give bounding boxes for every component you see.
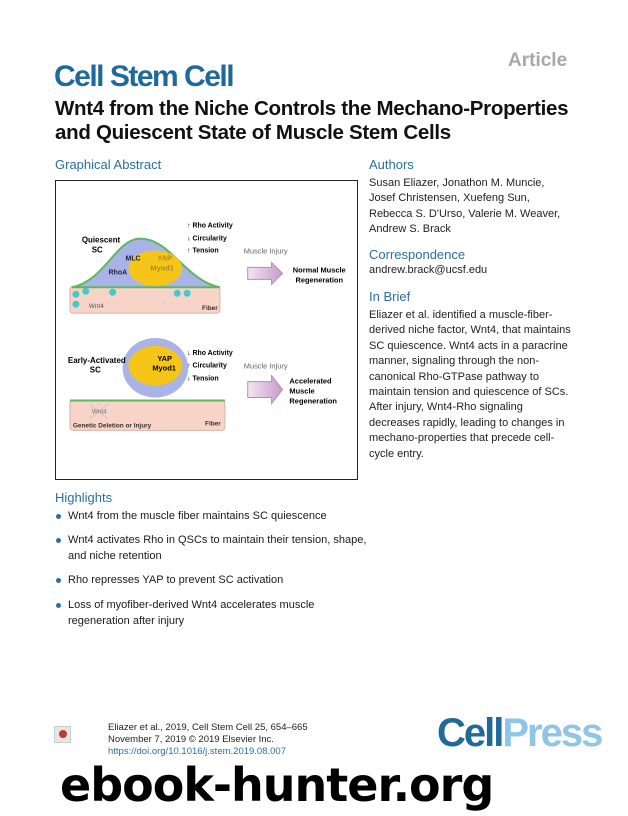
- arrow-icon: [247, 374, 284, 405]
- bullet-icon: [56, 538, 61, 543]
- svg-text:Fiber: Fiber: [205, 420, 221, 427]
- in-brief-heading: In Brief: [369, 289, 411, 304]
- highlight-item: Rho represses YAP to prevent SC activati…: [55, 573, 283, 589]
- svg-text:Fiber: Fiber: [202, 305, 218, 312]
- svg-text:↓ Rho Activity: ↓ Rho Activity: [187, 350, 233, 357]
- nucleus: [128, 250, 183, 287]
- article-type-label: Article: [508, 50, 568, 71]
- svg-text:Genetic Deletion or Injury: Genetic Deletion or Injury: [73, 422, 152, 429]
- check-for-updates-icon[interactable]: [54, 726, 71, 743]
- svg-text:↑ Tension: ↑ Tension: [187, 248, 219, 255]
- highlights-heading: Highlights: [55, 490, 113, 505]
- in-brief-text: Eliazer et al. identified a muscle-fiber…: [369, 309, 571, 460]
- svg-text:Wnt4: Wnt4: [89, 303, 104, 310]
- svg-text:Early-Activated: Early-Activated: [68, 356, 126, 365]
- bullet-icon: [56, 514, 61, 519]
- svg-text:↑ Circularity: ↑ Circularity: [187, 363, 227, 370]
- svg-text:Myod1: Myod1: [152, 364, 176, 373]
- svg-text:Muscle Injury: Muscle Injury: [244, 247, 288, 256]
- svg-text:Accelerated: Accelerated: [289, 377, 332, 386]
- bullet-icon: [56, 603, 61, 608]
- svg-text:Muscle: Muscle: [289, 387, 314, 396]
- svg-text:Wnt4: Wnt4: [92, 408, 107, 415]
- wnt4-molecules: [72, 287, 191, 308]
- svg-text:SC: SC: [92, 246, 103, 255]
- graphical-abstract-figure: Quiescent SC MLC RhoA YAP Myod1 Wnt4 Fib…: [55, 180, 358, 480]
- correspondence-heading: Correspondence: [369, 247, 466, 262]
- svg-text:YAP: YAP: [157, 253, 172, 262]
- author-line: Rebecca S. D'Urso, Valerie M. Weaver,: [369, 207, 561, 220]
- author-line: Josef Christensen, Xuefeng Sun,: [369, 192, 530, 205]
- svg-text:↑ Rho Activity: ↑ Rho Activity: [187, 223, 233, 230]
- highlight-item: Wnt4 from the muscle fiber maintains SC …: [55, 509, 327, 525]
- svg-text:RhoA: RhoA: [109, 269, 128, 276]
- citation-footer: Eliazer et al., 2019, Cell Stem Cell 25,…: [108, 722, 308, 757]
- bullet-icon: [56, 578, 61, 583]
- svg-text:Regeneration: Regeneration: [295, 275, 343, 284]
- arrow-icon: [247, 261, 284, 286]
- svg-text:Normal Muscle: Normal Muscle: [293, 265, 346, 274]
- authors-heading: Authors: [369, 157, 414, 172]
- svg-text:YAP: YAP: [157, 354, 172, 363]
- graphical-abstract-heading: Graphical Abstract: [55, 157, 162, 172]
- author-line: Andrew S. Brack: [369, 223, 451, 236]
- svg-text:Myod1: Myod1: [150, 263, 174, 272]
- nucleus: [128, 345, 183, 386]
- svg-text:Muscle Injury: Muscle Injury: [244, 362, 288, 371]
- watermark: ebook-hunter.org: [60, 758, 494, 812]
- cellpress-logo: CellPress: [437, 711, 603, 755]
- svg-text:↓ Circularity: ↓ Circularity: [187, 236, 227, 243]
- highlight-item: Wnt4 activates Rho in QSCs to maintain t…: [55, 533, 366, 564]
- svg-text:MLC: MLC: [126, 255, 141, 262]
- authors-list: Susan Eliazer, Jonathon M. Muncie, Josef…: [369, 176, 560, 238]
- doi-link[interactable]: https://doi.org/10.1016/j.stem.2019.08.0…: [108, 746, 286, 757]
- correspondence-email[interactable]: andrew.brack@ucsf.edu: [369, 264, 488, 276]
- page-title: Wnt4 from the Niche Controls the Mechano…: [55, 97, 569, 144]
- highlight-item: Loss of myofiber-derived Wnt4 accelerate…: [55, 598, 314, 629]
- journal-logo: Cell Stem Cell: [54, 60, 235, 93]
- crossed-out-icon: [89, 404, 108, 419]
- author-line: Susan Eliazer, Jonathon M. Muncie,: [369, 177, 545, 189]
- svg-text:Regeneration: Regeneration: [289, 397, 337, 406]
- svg-text:SC: SC: [90, 366, 101, 375]
- svg-text:↓ Tension: ↓ Tension: [187, 376, 219, 383]
- label: Quiescent: [82, 236, 121, 245]
